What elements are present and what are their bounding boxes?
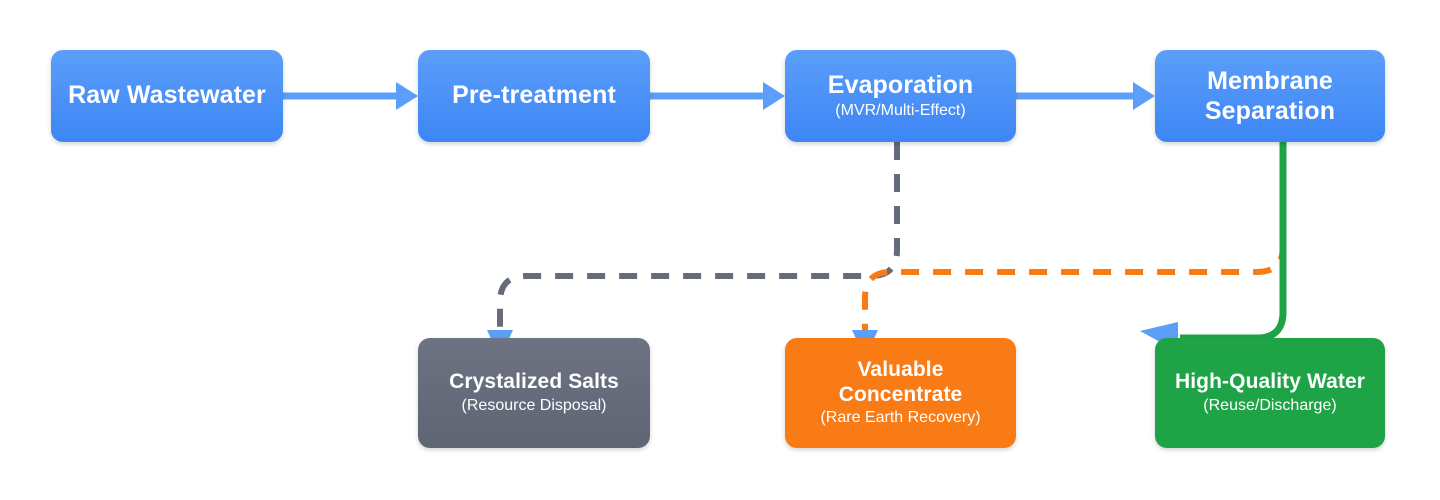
- node-title: Evaporation: [827, 70, 974, 99]
- node-subtitle: (MVR/Multi-Effect): [835, 102, 966, 120]
- edge-evap-to-salts: [487, 142, 900, 358]
- edge-membrane-to-water: [1140, 142, 1287, 352]
- node-high-quality-water[interactable]: High-Quality Water (Reuse/Discharge): [1155, 338, 1385, 448]
- edge-evap-to-membrane: [1016, 82, 1155, 110]
- node-subtitle: (Resource Disposal): [461, 396, 607, 414]
- node-raw-wastewater[interactable]: Raw Wastewater: [51, 50, 283, 142]
- node-valuable-concentrate[interactable]: Valuable Concentrate (Rare Earth Recover…: [785, 338, 1016, 448]
- edge-pre-to-evap: [650, 82, 785, 110]
- node-title: Crystalized Salts: [449, 370, 619, 394]
- node-crystalized-salts[interactable]: Crystalized Salts (Resource Disposal): [418, 338, 650, 448]
- node-evaporation[interactable]: Evaporation (MVR/Multi-Effect): [785, 50, 1016, 142]
- node-pre-treatment[interactable]: Pre-treatment: [418, 50, 650, 142]
- node-title: Valuable Concentrate: [838, 357, 963, 406]
- node-subtitle: (Reuse/Discharge): [1203, 396, 1337, 414]
- edge-raw-to-pre: [283, 82, 418, 110]
- node-title: Raw Wastewater: [68, 81, 266, 110]
- node-title: Membrane Separation: [1204, 66, 1336, 126]
- node-title: High-Quality Water: [1174, 370, 1366, 394]
- node-title: Pre-treatment: [452, 81, 616, 110]
- node-subtitle: (Rare Earth Recovery): [820, 409, 981, 427]
- node-membrane-separation[interactable]: Membrane Separation: [1155, 50, 1385, 142]
- edge-membrane-to-concentrate: [852, 210, 1286, 358]
